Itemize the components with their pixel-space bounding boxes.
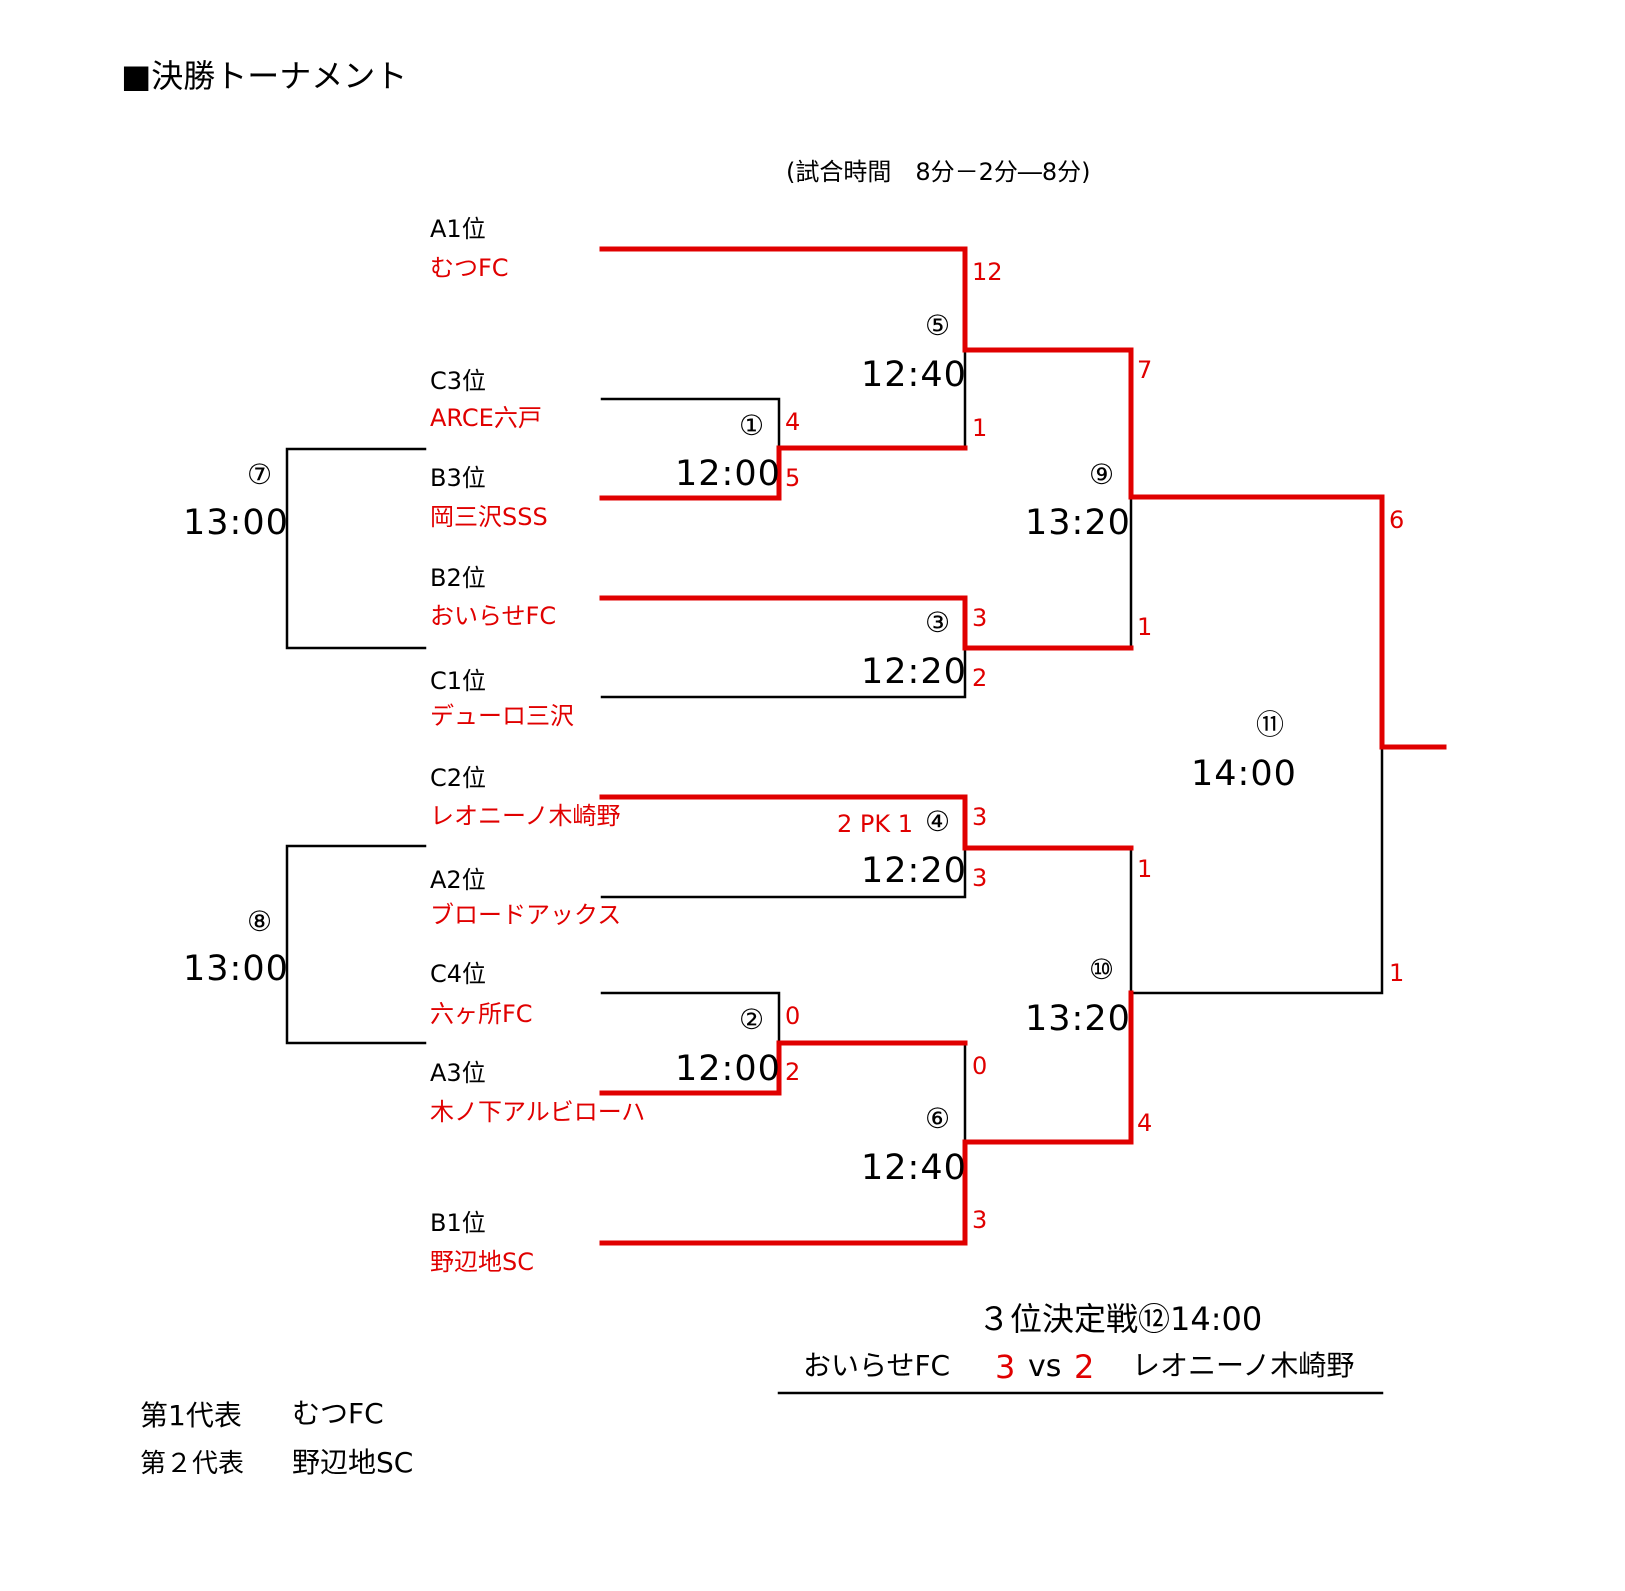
match-score: 2 [785, 1058, 801, 1086]
match-time: 12:00 [675, 454, 781, 494]
slot-rank: A3位 [430, 1059, 486, 1087]
match-time: 12:40 [861, 355, 967, 395]
match-score: 1 [1137, 855, 1153, 883]
match-number: ④ [925, 805, 951, 838]
match-time: 12:00 [675, 1049, 781, 1089]
match-number: ⑨ [1089, 458, 1115, 491]
bracket-line-b2 [599, 595, 1134, 651]
match-score: 3 [972, 864, 988, 892]
match-score: 7 [1137, 356, 1153, 384]
slot-rank: C2位 [430, 764, 487, 792]
representative-team: むつFC [292, 1397, 384, 1430]
third-place-team-left: おいらせFC [803, 1349, 951, 1382]
slot-team: レオニーノ木崎野 [430, 802, 621, 830]
third-place-score-right: 2 [1074, 1348, 1095, 1386]
slot-team: むつFC [430, 254, 509, 282]
match-time: 12:20 [861, 851, 967, 891]
slot-team: ARCE六戸 [430, 404, 542, 432]
bracket-line-m7 [285, 447, 427, 650]
match-time: 12:40 [861, 1148, 967, 1188]
pk-score: 2 PK 1 [837, 810, 914, 838]
match-score: 6 [1389, 506, 1405, 534]
representative-label: 第２代表 [140, 1449, 245, 1479]
match-score: 1 [1137, 613, 1153, 641]
match-number: ③ [925, 606, 951, 639]
match-number: ⑧ [247, 905, 273, 938]
match-score: 3 [972, 1206, 988, 1234]
match-number: ⑦ [247, 458, 273, 491]
match-number: ① [739, 409, 765, 442]
match-number: ⑥ [925, 1102, 951, 1135]
match-score: 4 [1137, 1109, 1153, 1137]
match-score: 3 [972, 803, 988, 831]
match-score: 12 [972, 258, 1003, 286]
match-number: ⑩ [1089, 953, 1115, 986]
page-title: ■決勝トーナメント [121, 57, 408, 95]
bracket-line-a3 [599, 1040, 968, 1096]
representative-team: 野辺地SC [292, 1446, 414, 1479]
bracket-line-m11-bottom [1129, 745, 1384, 995]
match-score: 0 [785, 1002, 801, 1030]
match-number: ② [739, 1003, 765, 1036]
slot-rank: C1位 [430, 667, 487, 695]
slot-rank: B2位 [430, 564, 486, 592]
bracket-line-c3 [600, 397, 781, 450]
slot-rank: C4位 [430, 960, 487, 988]
match-score: 1 [1389, 959, 1405, 987]
slot-team: 木ノ下アルビローハ [430, 1098, 646, 1126]
bracket-line-a2 [600, 846, 967, 899]
match-time: 14:00 [1191, 754, 1297, 794]
slot-team: ブロードアックス [430, 901, 622, 929]
bracket-line-b3 [599, 445, 968, 501]
slot-team: デューロ三沢 [430, 702, 574, 730]
match-score: 1 [972, 414, 988, 442]
match-score: 5 [785, 464, 801, 492]
slot-rank: A2位 [430, 866, 486, 894]
match-score: 0 [972, 1052, 988, 1080]
match-number: ⑪ [1256, 708, 1285, 741]
third-place-score-left: 3 [995, 1348, 1016, 1386]
bracket-line-c4 [600, 991, 781, 1045]
match-score: 4 [785, 408, 801, 436]
match-duration-note: (試合時間 8分－2分―8分) [786, 158, 1091, 186]
slot-team: おいらせFC [430, 602, 557, 630]
match-number: ⑤ [925, 309, 951, 342]
match-time: 12:20 [861, 652, 967, 692]
match-time: 13:00 [183, 949, 289, 989]
match-score: 3 [972, 604, 988, 632]
slot-rank: C3位 [430, 367, 487, 395]
bracket-line-a1 [599, 246, 1447, 750]
slot-rank: B3位 [430, 464, 486, 492]
third-place-title: ３位決定戦⑫14:00 [978, 1300, 1263, 1338]
match-time: 13:20 [1025, 503, 1131, 543]
third-place-vs: vs [1028, 1349, 1062, 1384]
bracket-line-c2 [599, 794, 1134, 851]
slot-rank: A1位 [430, 215, 486, 243]
slot-rank: B1位 [430, 1209, 486, 1237]
bracket-line-b1 [599, 990, 1134, 1246]
bracket-line-c1 [600, 646, 967, 699]
match-time: 13:20 [1025, 999, 1131, 1039]
slot-team: 野辺地SC [430, 1248, 534, 1276]
slot-team: 岡三沢SSS [430, 503, 548, 531]
third-place-team-right: レオニーノ木崎野 [1132, 1349, 1355, 1382]
representative-label: 第1代表 [140, 1399, 242, 1432]
match-time: 13:00 [183, 503, 289, 543]
match-score: 2 [972, 664, 988, 692]
bracket-line-m8 [285, 844, 427, 1045]
slot-team: 六ヶ所FC [430, 1000, 533, 1028]
